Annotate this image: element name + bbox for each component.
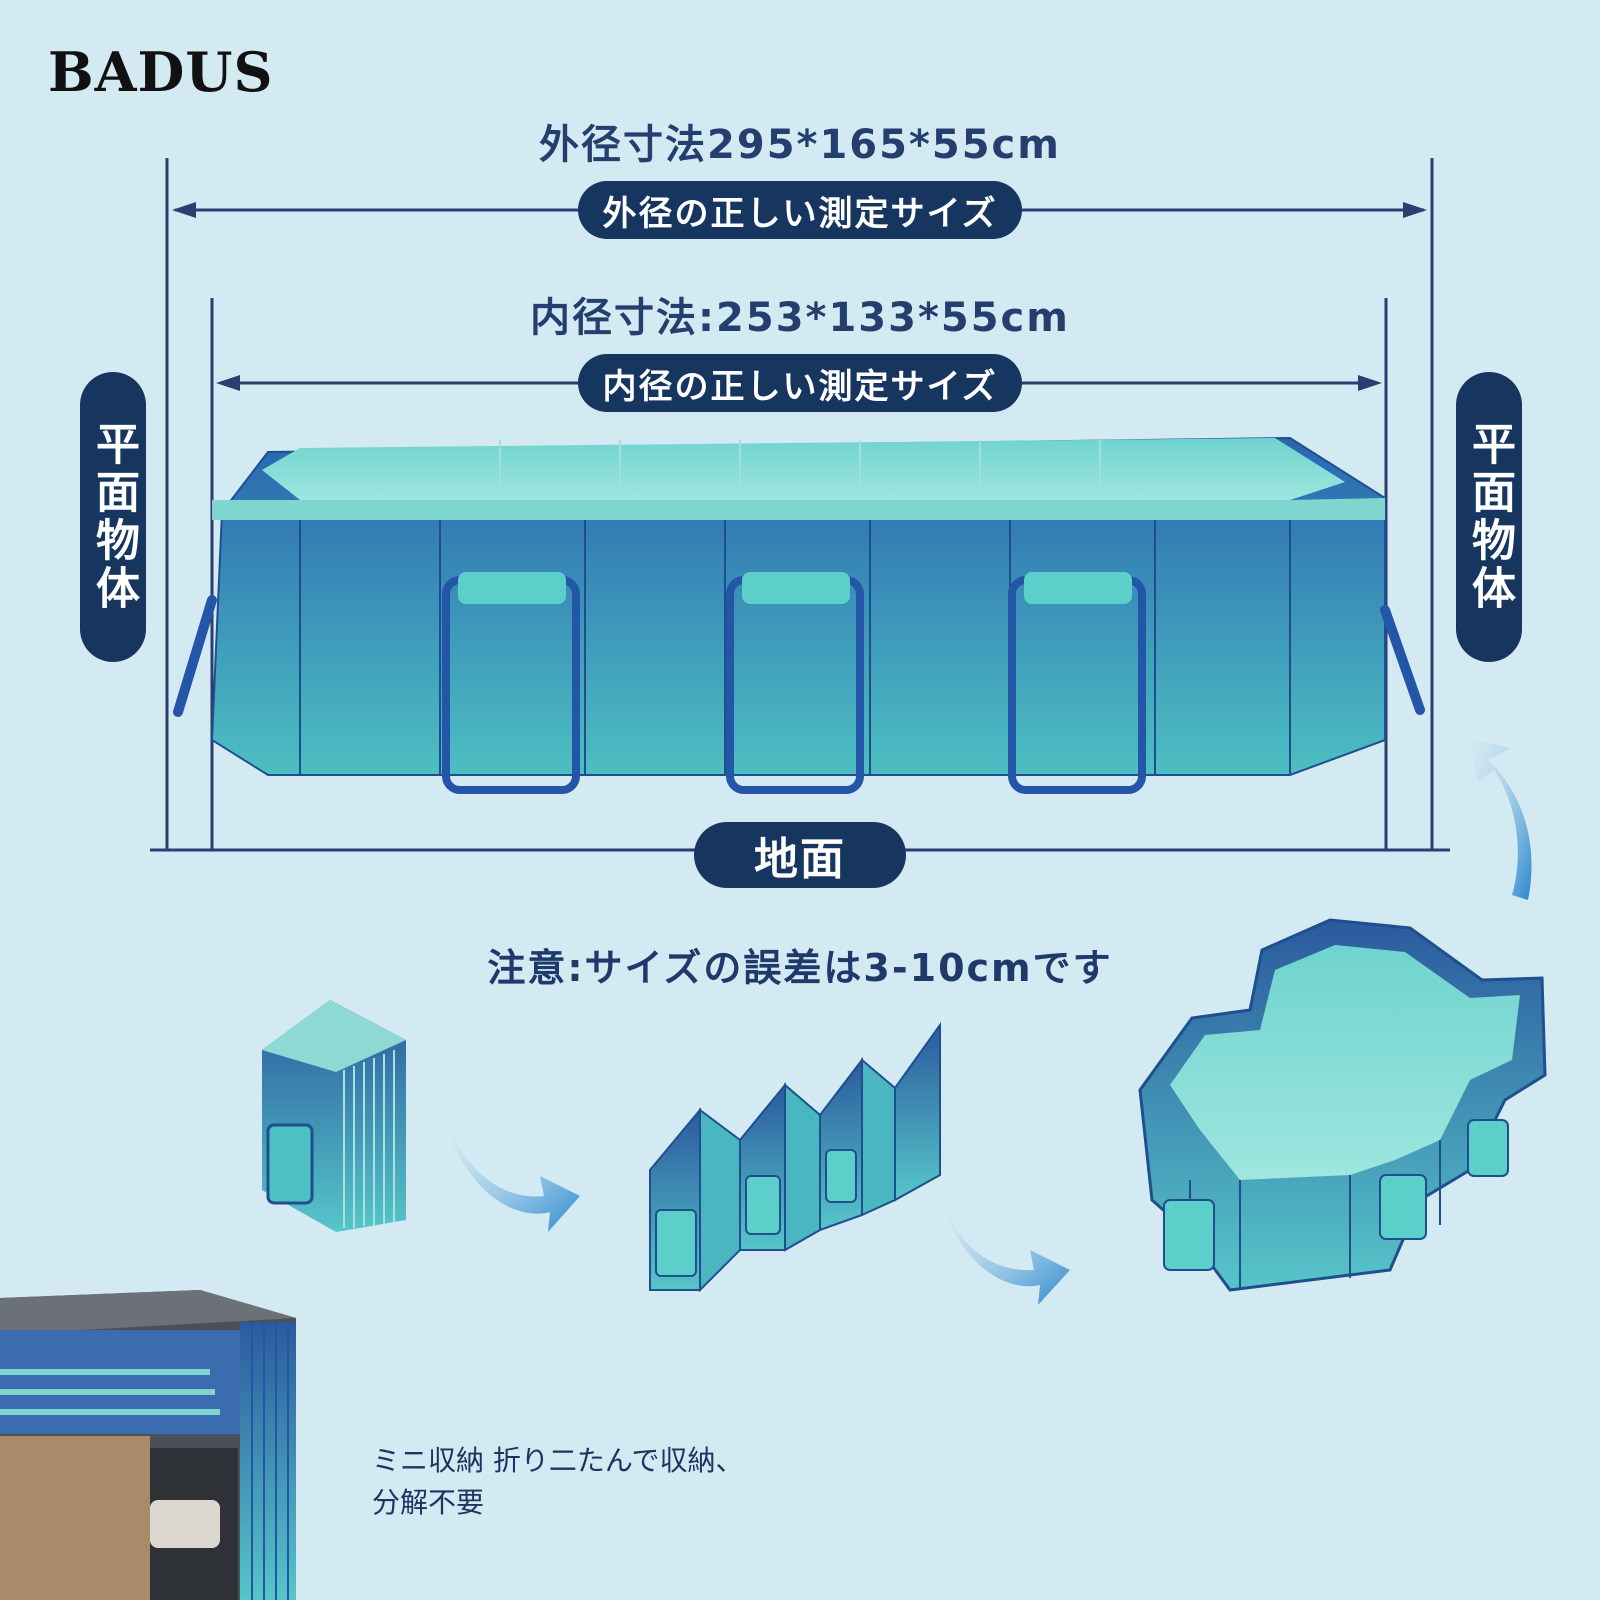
storage-cabinet [0, 1290, 296, 1600]
pool-open-shape [1138, 918, 1547, 1292]
side-label-right: 平面物体 [1456, 372, 1522, 662]
pool-unfolding [649, 1021, 941, 1293]
inner-dimensions: 内径寸法:253*133*55cm [530, 295, 1070, 341]
arrow-up-curved-icon [1468, 738, 1532, 900]
storage-caption: ミニ収納 折り二たんで収納、 分解不要 [372, 1440, 744, 1524]
ground-label: 地面 [694, 822, 906, 888]
arrow-right-curved-icon [444, 1120, 580, 1232]
size-tolerance-note: 注意:サイズの誤差は3-10cmです [487, 946, 1113, 990]
pool-folded-block [262, 1000, 406, 1232]
inner-measure-label: 内径の正しい測定サイズ [578, 354, 1022, 412]
outer-measure-label: 外径の正しい測定サイズ [578, 181, 1022, 239]
brand-logo: BADUS [48, 40, 274, 104]
dimension-arrowheads [172, 202, 1427, 391]
pool-large [173, 436, 1425, 794]
side-label-left: 平面物体 [80, 372, 146, 662]
arrow-right-curved-icon [942, 1200, 1070, 1305]
outer-dimensions: 外径寸法295*165*55cm [539, 122, 1061, 168]
storage-caption-line2: 分解不要 [372, 1486, 485, 1519]
storage-caption-line1: ミニ収納 折り二たんで収納、 [372, 1444, 744, 1477]
